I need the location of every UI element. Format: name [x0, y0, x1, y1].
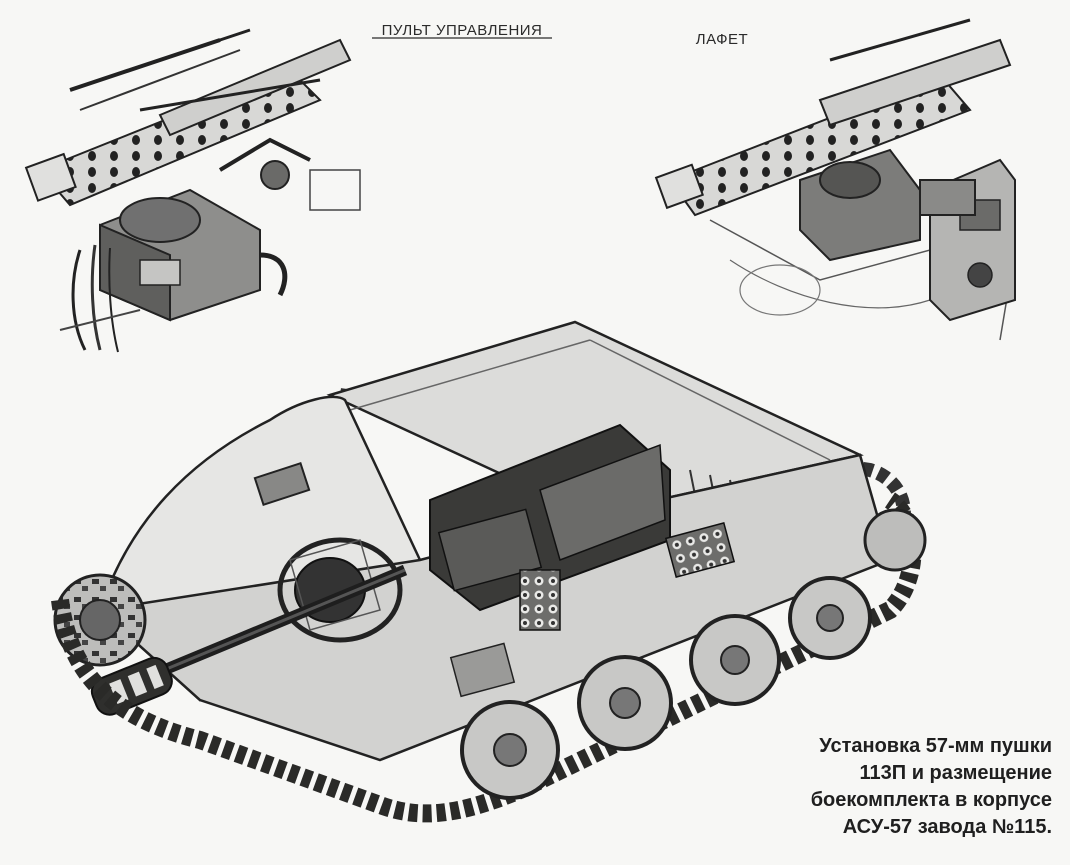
caption-line-1: Установка 57-мм пушки	[819, 735, 1052, 757]
figure-caption: Установка 57-мм пушки 113П и размещение …	[742, 733, 1052, 841]
caption-line-2: 113П и размещение	[859, 762, 1053, 784]
control-panel-illustration	[24, 28, 361, 353]
asu57-hull-illustration	[51, 320, 927, 823]
road-wheels	[460, 508, 927, 800]
caption-line-3: боекомплекта в корпусе	[810, 789, 1052, 811]
mount-label: ЛАФЕТ	[696, 31, 748, 48]
gun-mount-illustration	[654, 18, 1016, 341]
caption-line-4: АСУ-57 завода №115.	[842, 816, 1052, 838]
control-panel-label: ПУЛЬТ УПРАВЛЕНИЯ	[382, 22, 543, 39]
